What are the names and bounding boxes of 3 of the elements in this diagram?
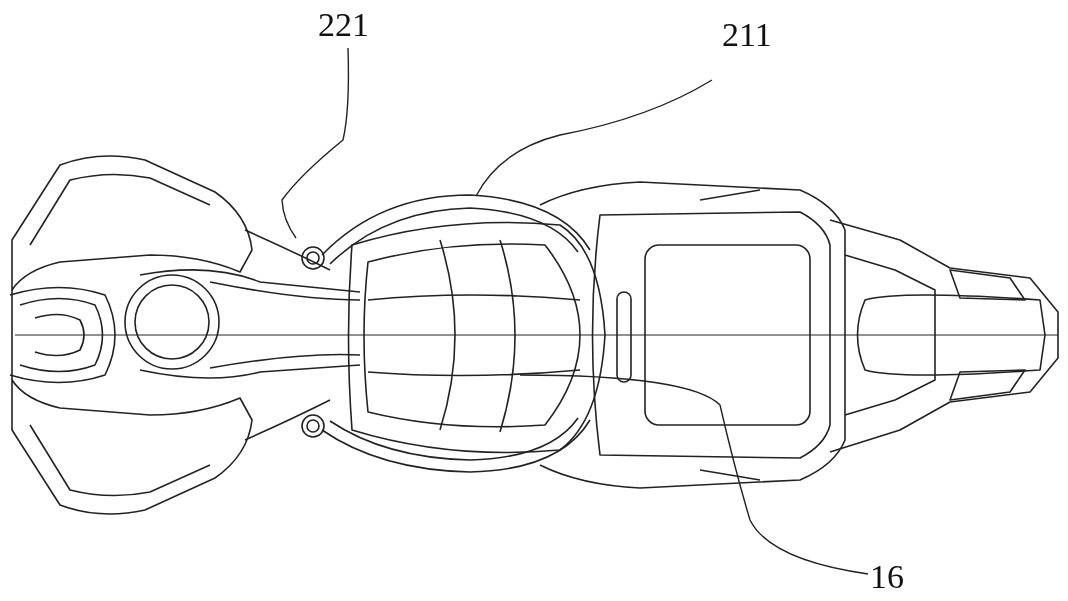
leader-line (475, 79, 713, 197)
leader-line (281, 47, 350, 239)
leader-line (519, 374, 869, 575)
